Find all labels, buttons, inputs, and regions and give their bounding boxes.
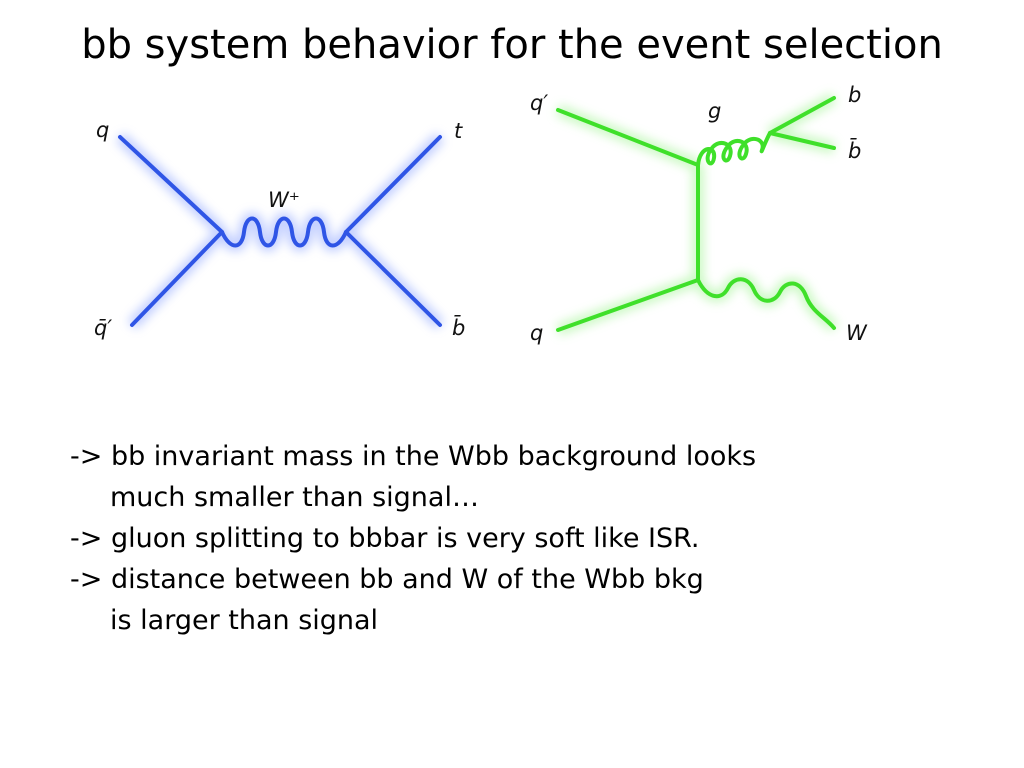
label-w-plus: W⁺ <box>268 188 300 212</box>
outgoing-b-line <box>768 96 836 135</box>
right-feynman-diagram: q′ g b b̄ q W <box>530 83 868 345</box>
w-boson-line <box>696 277 836 330</box>
slide-title: bb system behavior for the event selecti… <box>81 22 943 68</box>
w-boson-propagator <box>220 216 348 248</box>
bullet-1-line-1: -> bb invariant mass in the Wbb backgrou… <box>70 441 757 472</box>
outgoing-bbar-line <box>344 230 442 327</box>
bullet-3-line-1: -> distance between bb and W of the Wbb … <box>70 564 704 595</box>
label-bbar: b̄ <box>452 315 465 340</box>
bullet-list: -> bb invariant mass in the Wbb backgrou… <box>70 436 950 641</box>
label-qbar-prime: q̄′ <box>94 316 112 340</box>
gluon-propagator <box>696 131 772 167</box>
outgoing-bbar-line <box>768 131 836 150</box>
label-g: g <box>708 99 721 123</box>
label-q: q <box>530 321 543 345</box>
label-bbar: b̄ <box>848 138 861 163</box>
incoming-q-line <box>556 278 700 332</box>
label-q-prime: q′ <box>530 91 548 115</box>
left-feynman-diagram: q q̄′ W⁺ t b̄ <box>94 118 465 340</box>
label-t: t <box>454 119 463 143</box>
label-w: W <box>846 321 868 345</box>
bullet-3-line-2: is larger than signal <box>110 605 379 636</box>
bullet-2-line-1: -> gluon splitting to bbbar is very soft… <box>70 523 700 554</box>
incoming-qbar-line <box>130 230 224 327</box>
incoming-q-prime-line <box>556 108 700 167</box>
label-b: b <box>848 83 861 107</box>
outgoing-t-line <box>344 135 442 234</box>
incoming-q-line <box>118 135 224 234</box>
bullet-1-line-2: much smaller than signal… <box>110 482 479 513</box>
label-q: q <box>96 118 109 142</box>
